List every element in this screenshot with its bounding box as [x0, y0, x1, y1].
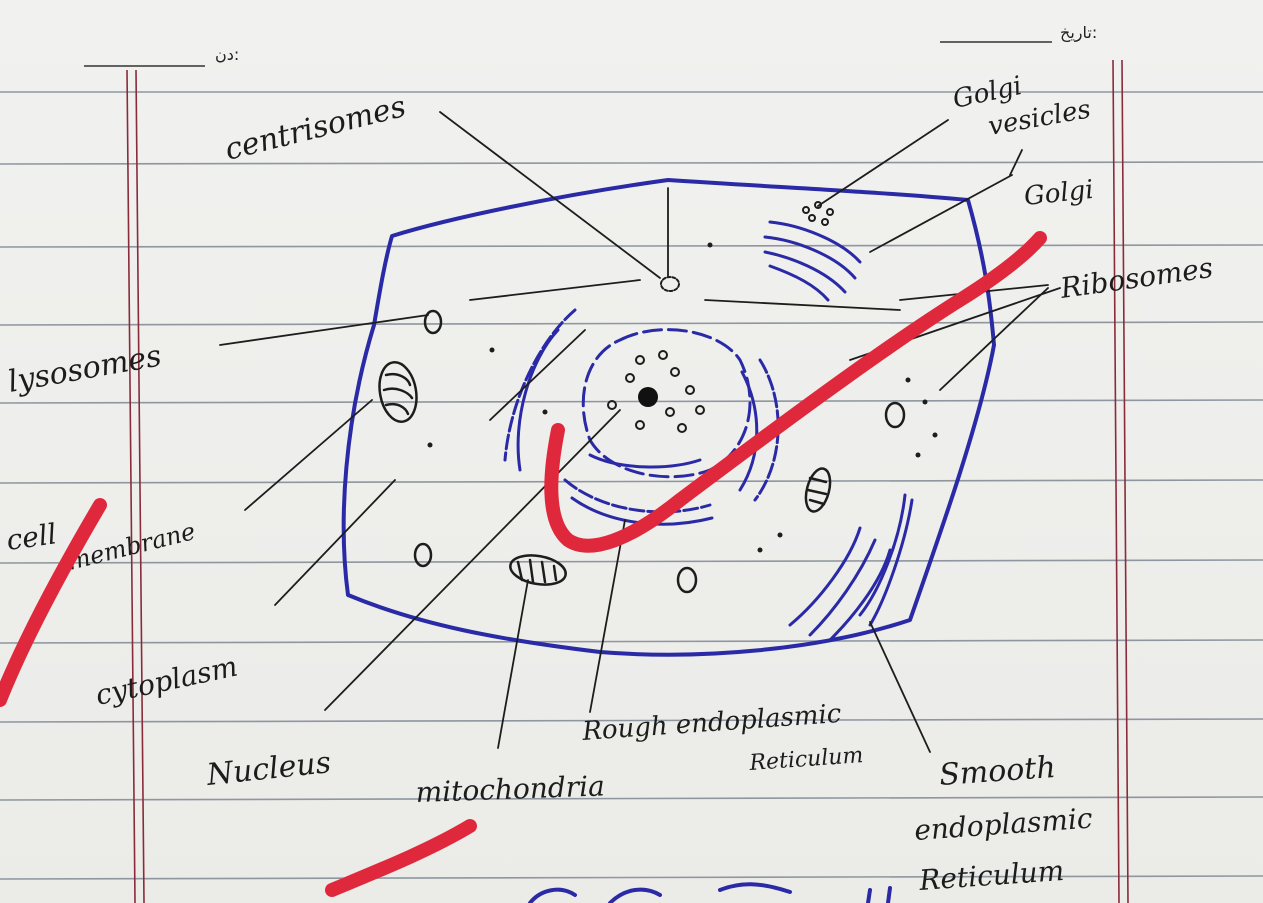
nucleus — [583, 330, 750, 477]
label-ribosomes: Ribosomes — [1057, 251, 1215, 305]
smooth-er — [790, 495, 912, 640]
bottom-heading-fragment — [530, 884, 890, 903]
label-mitochondria: mitochondria — [415, 769, 605, 809]
mitochondria — [375, 359, 834, 588]
day-label: دن: — [215, 45, 239, 64]
label-rough-er-line1: Rough endoplasmic — [580, 699, 842, 747]
left-margin-lines — [127, 70, 144, 903]
label-cytoplasm: cytoplasm — [93, 650, 241, 712]
label-smooth-er-line2: endoplasmic — [913, 802, 1094, 847]
date-label: تاریخ: — [1060, 23, 1097, 43]
red-check-large — [551, 238, 1040, 546]
ruled-lines — [0, 92, 1263, 879]
label-cell-membrane-line1: cell — [4, 517, 58, 557]
label-nucleus: Nucleus — [204, 745, 332, 793]
centrosome — [661, 277, 679, 291]
label-smooth-er-line3: Reticulum — [917, 854, 1065, 897]
label-centrisomes: centrisomes — [221, 89, 409, 168]
red-check-bottom — [332, 826, 470, 890]
nucleolus — [638, 387, 658, 407]
label-smooth-er-line1: Smooth — [938, 750, 1057, 793]
label-rough-er-line2: Reticulum — [748, 743, 864, 776]
label-lysosomes: lysosomes — [5, 338, 164, 399]
label-golgi: Golgi — [1023, 175, 1095, 212]
golgi-apparatus — [765, 222, 860, 300]
right-margin-lines — [1113, 60, 1128, 903]
